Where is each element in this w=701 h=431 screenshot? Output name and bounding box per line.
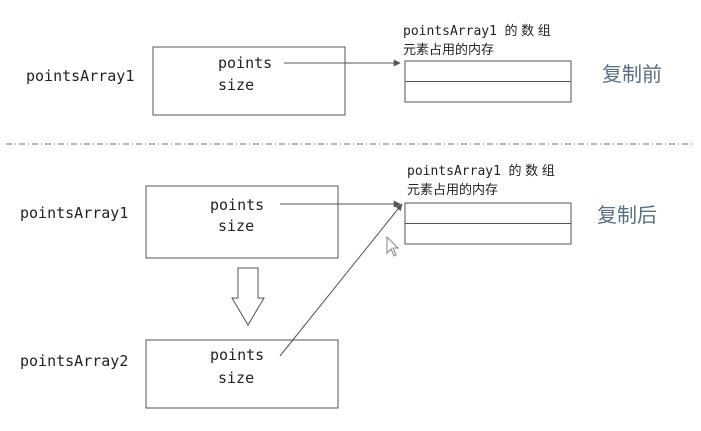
after-var2-pointer-arrow [279, 203, 403, 357]
before-field-size: size [218, 76, 254, 94]
after-memory-title-var: pointsArray1 [407, 164, 501, 179]
after-var2-field-points: points [210, 346, 264, 364]
after-var2-field-size: size [218, 369, 254, 387]
after-var1-struct-box [145, 185, 339, 259]
before-struct-box [152, 46, 346, 116]
mouse-cursor-icon [386, 235, 400, 257]
after-var2-struct-box [145, 339, 339, 409]
before-memory-title-suffix: 的 数 组 [505, 23, 551, 38]
after-var1-field-points: points [210, 196, 264, 214]
after-memory-title: pointsArray1 的 数 组 [407, 163, 555, 179]
after-var1-field-size: size [218, 217, 254, 235]
before-memory-title-line2: 元素占用的内存 [403, 42, 494, 57]
after-var2-label: pointsArray2 [20, 352, 128, 370]
after-memory-title-line2: 元素占用的内存 [407, 182, 498, 197]
after-var1-label: pointsArray1 [20, 204, 128, 222]
after-memory-title-suffix: 的 数 组 [509, 163, 555, 178]
after-stage-label: 复制后 [597, 204, 657, 227]
copy-down-arrow-icon [231, 267, 265, 326]
before-var-label: pointsArray1 [26, 67, 134, 85]
before-memory-title-var: pointsArray1 [403, 24, 497, 39]
before-field-points: points [218, 54, 272, 72]
before-memory-title: pointsArray1 的 数 组 [403, 23, 551, 39]
before-stage-label: 复制前 [602, 63, 662, 86]
